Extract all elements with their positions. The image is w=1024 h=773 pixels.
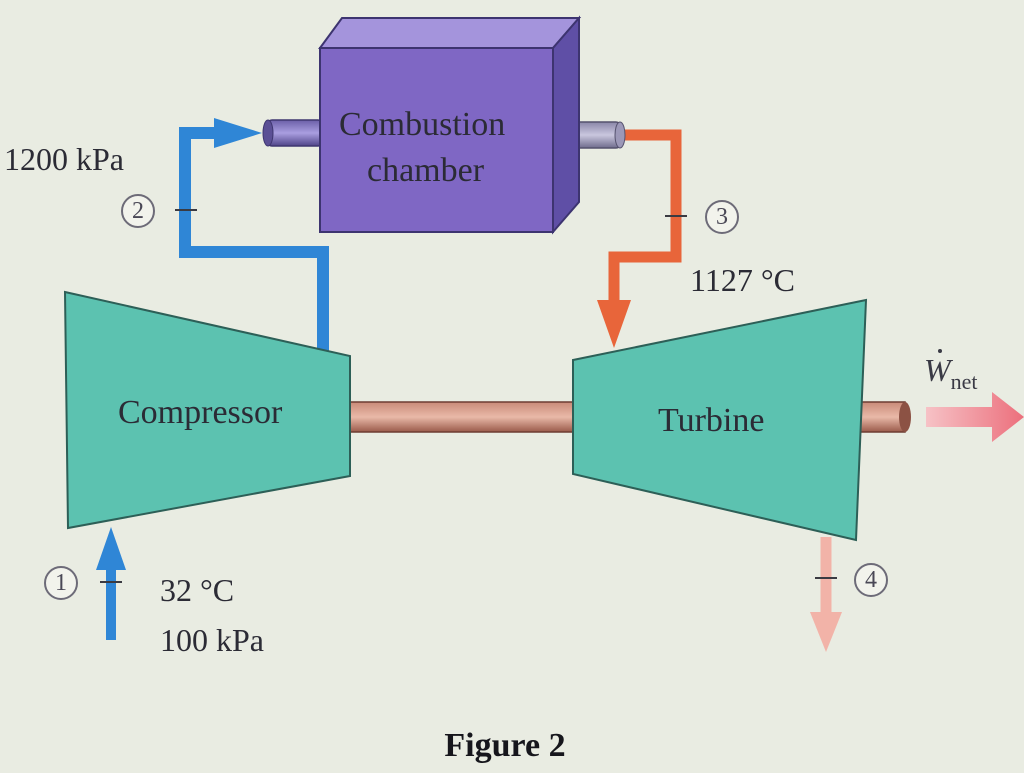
arrow-right-icon — [926, 392, 1024, 442]
state-2-marker: 2 — [121, 194, 155, 228]
arrow-up-icon — [96, 527, 126, 570]
state-3-marker: 3 — [705, 200, 739, 234]
state-4-marker: 4 — [854, 563, 888, 597]
compressor-label: Compressor — [118, 394, 283, 431]
state-1-marker: 1 — [44, 566, 78, 600]
net-work-symbol: W — [924, 352, 951, 388]
hot-gas-line — [608, 129, 682, 312]
shaft — [349, 401, 911, 433]
state-ticks — [100, 209, 837, 583]
arrow-down-icon — [810, 612, 842, 652]
combustion-chamber-label-line2: chamber — [367, 152, 485, 189]
state-1-pressure: 100 kPa — [160, 622, 264, 658]
figure-caption: Figure 2 — [444, 727, 566, 764]
state-3-temperature: 1127 °C — [690, 262, 795, 298]
arrow-right-icon — [214, 118, 262, 148]
combustion-inlet-port — [262, 119, 323, 147]
combustion-chamber — [318, 15, 582, 235]
turbine — [572, 298, 868, 542]
state-1-temperature: 32 °C — [160, 572, 235, 608]
combustion-chamber-label-line1: Combustion — [339, 106, 506, 143]
net-work-label: Wnet — [924, 352, 978, 394]
net-work-subscript: net — [950, 369, 978, 394]
state-2-pressure: 1200 kPa — [4, 141, 124, 177]
arrow-down-icon — [597, 300, 631, 348]
compressor — [63, 290, 351, 530]
turbine-label: Turbine — [658, 402, 765, 439]
compressor-outlet-line — [179, 127, 329, 352]
